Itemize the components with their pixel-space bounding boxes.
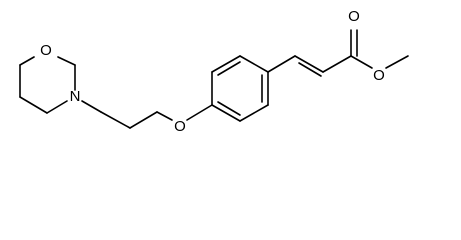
- bond: [322, 55, 352, 73]
- bond: [81, 100, 102, 113]
- ether-oxygen-label: O: [174, 118, 186, 135]
- bond: [239, 55, 269, 73]
- bond: [217, 101, 241, 116]
- benzene-ring: [211, 55, 269, 122]
- bond: [19, 56, 35, 66]
- bond: [385, 55, 409, 69]
- bond: [19, 96, 48, 114]
- bond: [217, 61, 241, 76]
- bond: [57, 56, 76, 66]
- bond: [239, 104, 269, 122]
- bond: [156, 111, 173, 121]
- morpholine-oxygen-label: O: [40, 42, 52, 59]
- bond: [211, 104, 241, 122]
- bond: [350, 55, 373, 69]
- structure-diagram: O N O O O: [19, 8, 409, 135]
- carbonyl-oxygen-label: O: [348, 8, 360, 25]
- bond: [129, 111, 158, 129]
- acrylate-chain: [267, 29, 409, 77]
- bond: [46, 100, 68, 114]
- bond: [100, 111, 131, 129]
- ethoxy-linker: [81, 100, 213, 129]
- bond: [211, 55, 241, 73]
- morpholine-ring: [19, 56, 76, 114]
- bond: [267, 55, 296, 73]
- bond: [294, 55, 324, 73]
- morpholine-nitrogen-label: N: [70, 88, 81, 105]
- bond: [298, 62, 322, 77]
- ester-oxygen-label: O: [373, 67, 385, 84]
- bond: [186, 104, 213, 121]
